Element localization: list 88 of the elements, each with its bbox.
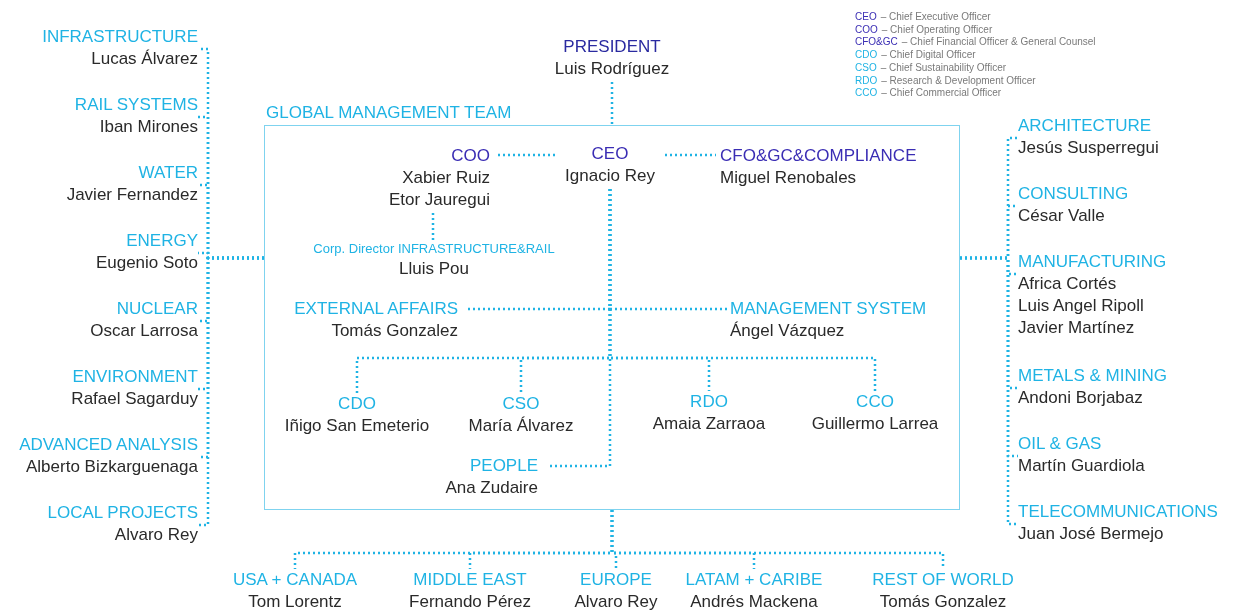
abbreviation: RDO: [855, 74, 878, 88]
person-name: Tomás Gonzalez: [330, 320, 458, 342]
dotted-connector: [198, 256, 264, 527]
person-name: Rafael Sagarduy: [70, 388, 198, 410]
person-name: Amaia Zarraoa: [651, 413, 767, 435]
team-title: GLOBAL MANAGEMENT TEAM: [266, 102, 512, 124]
role-title: USA + CANADA: [231, 569, 359, 591]
person-name: Lluis Pou: [398, 258, 470, 280]
role-title: LOCAL PROJECTS: [46, 502, 198, 524]
abbreviation: COO: [855, 23, 878, 37]
role-title: OIL & GAS: [1018, 433, 1103, 455]
person-name: Tomás Gonzalez: [878, 591, 1008, 613]
person-name: María Álvarez: [467, 415, 575, 437]
person-name: Alberto Bizkarguenaga: [25, 456, 198, 478]
dotted-connector: [498, 153, 555, 157]
abbreviation: CFO&GC: [855, 36, 898, 50]
abbreviation: CCO: [855, 87, 878, 100]
dotted-connector: [548, 189, 612, 468]
person-name: Fernando Pérez: [408, 591, 532, 613]
abbreviation-definition: – Chief Operating Officer: [881, 23, 993, 37]
role-title: Corp. Director INFRASTRUCTURE&RAIL: [312, 240, 556, 258]
abbreviation-definition: – Chief Digital Officer: [881, 49, 976, 62]
person-name: Ángel Vázquez: [730, 320, 846, 342]
role-title: EXTERNAL AFFAIRS: [293, 298, 458, 320]
abbreviation-definition: – Chief Financial Officer & General Counsel: [901, 36, 1096, 50]
role-title: ADVANCED ANALYSIS: [18, 434, 198, 456]
role-title: INFRASTRUCTURE: [41, 26, 198, 48]
person-name: Xabier Ruiz: [401, 167, 490, 189]
person-name: Etor Jauregui: [387, 189, 490, 211]
role-title: TELECOMMUNICATIONS: [1018, 501, 1219, 523]
role-title: NUCLEAR: [115, 298, 198, 320]
dotted-connector: [610, 510, 945, 569]
role-title: RAIL SYSTEMS: [73, 94, 198, 116]
person-name: Luis Rodríguez: [553, 58, 671, 80]
role-title: ENERGY: [125, 230, 198, 252]
abbreviation-definition: – Chief Commercial Officer: [881, 87, 1002, 100]
person-name: Ana Zudaire: [444, 477, 538, 499]
person-name: Alvaro Rey: [113, 524, 198, 546]
role-title: RDO: [689, 391, 729, 413]
dotted-connector: [960, 256, 1018, 526]
role-title: PEOPLE: [468, 455, 538, 477]
role-title: WATER: [137, 162, 198, 184]
role-title: REST OF WORLD: [871, 569, 1015, 591]
role-title: CDO: [337, 393, 377, 415]
person-name: Andrés Mackena: [689, 591, 819, 613]
abbreviation: CSO: [855, 61, 877, 75]
person-name: Lucas Álvarez: [90, 48, 198, 70]
dotted-connector: [610, 82, 614, 125]
role-title: CFO&GC&COMPLIANCE: [720, 145, 918, 167]
abbreviation-definition: – Chief Executive Officer: [880, 11, 991, 24]
role-title: MANUFACTURING: [1018, 251, 1168, 273]
role-title: ENVIRONMENT: [71, 366, 198, 388]
role-title: MANAGEMENT SYSTEM: [730, 298, 928, 320]
dotted-connector: [665, 153, 716, 157]
person-name: Miguel Renobales: [720, 167, 858, 189]
dotted-connector: [431, 213, 435, 240]
person-name: Juan José Bermejo: [1018, 523, 1165, 545]
person-name: Eugenio Soto: [94, 252, 198, 274]
role-title: ARCHITECTURE: [1018, 115, 1153, 137]
abbreviation-definition: – Research & Development Officer: [881, 74, 1036, 88]
person-name: Iban Mirones: [98, 116, 198, 138]
person-name: Javier Fernandez: [65, 184, 198, 206]
person-name: Javier Martínez: [1018, 317, 1136, 339]
person-name: Tom Lorentz: [247, 591, 343, 613]
role-title: CEO: [590, 143, 630, 165]
role-title: CONSULTING: [1018, 183, 1130, 205]
person-name: Africa Cortés: [1018, 273, 1118, 295]
person-name: Luis Angel Ripoll: [1018, 295, 1145, 317]
abbreviation-definition: – Chief Sustainability Officer: [880, 61, 1007, 75]
person-name: Ignacio Rey: [564, 165, 656, 187]
person-name: Oscar Larrosa: [89, 320, 198, 342]
abbreviation: CEO: [855, 11, 877, 24]
person-name: Andoni Borjabaz: [1018, 387, 1144, 409]
role-title: CCO: [855, 391, 895, 413]
role-title: COO: [450, 145, 490, 167]
role-title: METALS & MINING: [1018, 365, 1168, 387]
role-title: PRESIDENT: [562, 36, 662, 58]
person-name: Martín Guardiola: [1018, 455, 1146, 477]
person-name: Jesús Susperregui: [1018, 137, 1160, 159]
role-title: LATAM + CARIBE: [684, 569, 824, 591]
person-name: Iñigo San Emeterio: [283, 415, 431, 437]
role-title: MIDDLE EAST: [412, 569, 528, 591]
person-name: Guillermo Larrea: [810, 413, 940, 435]
role-title: EUROPE: [579, 569, 653, 591]
person-name: Alvaro Rey: [573, 591, 659, 613]
abbreviation: CDO: [855, 49, 878, 62]
person-name: César Valle: [1018, 205, 1106, 227]
role-title: CSO: [501, 393, 541, 415]
